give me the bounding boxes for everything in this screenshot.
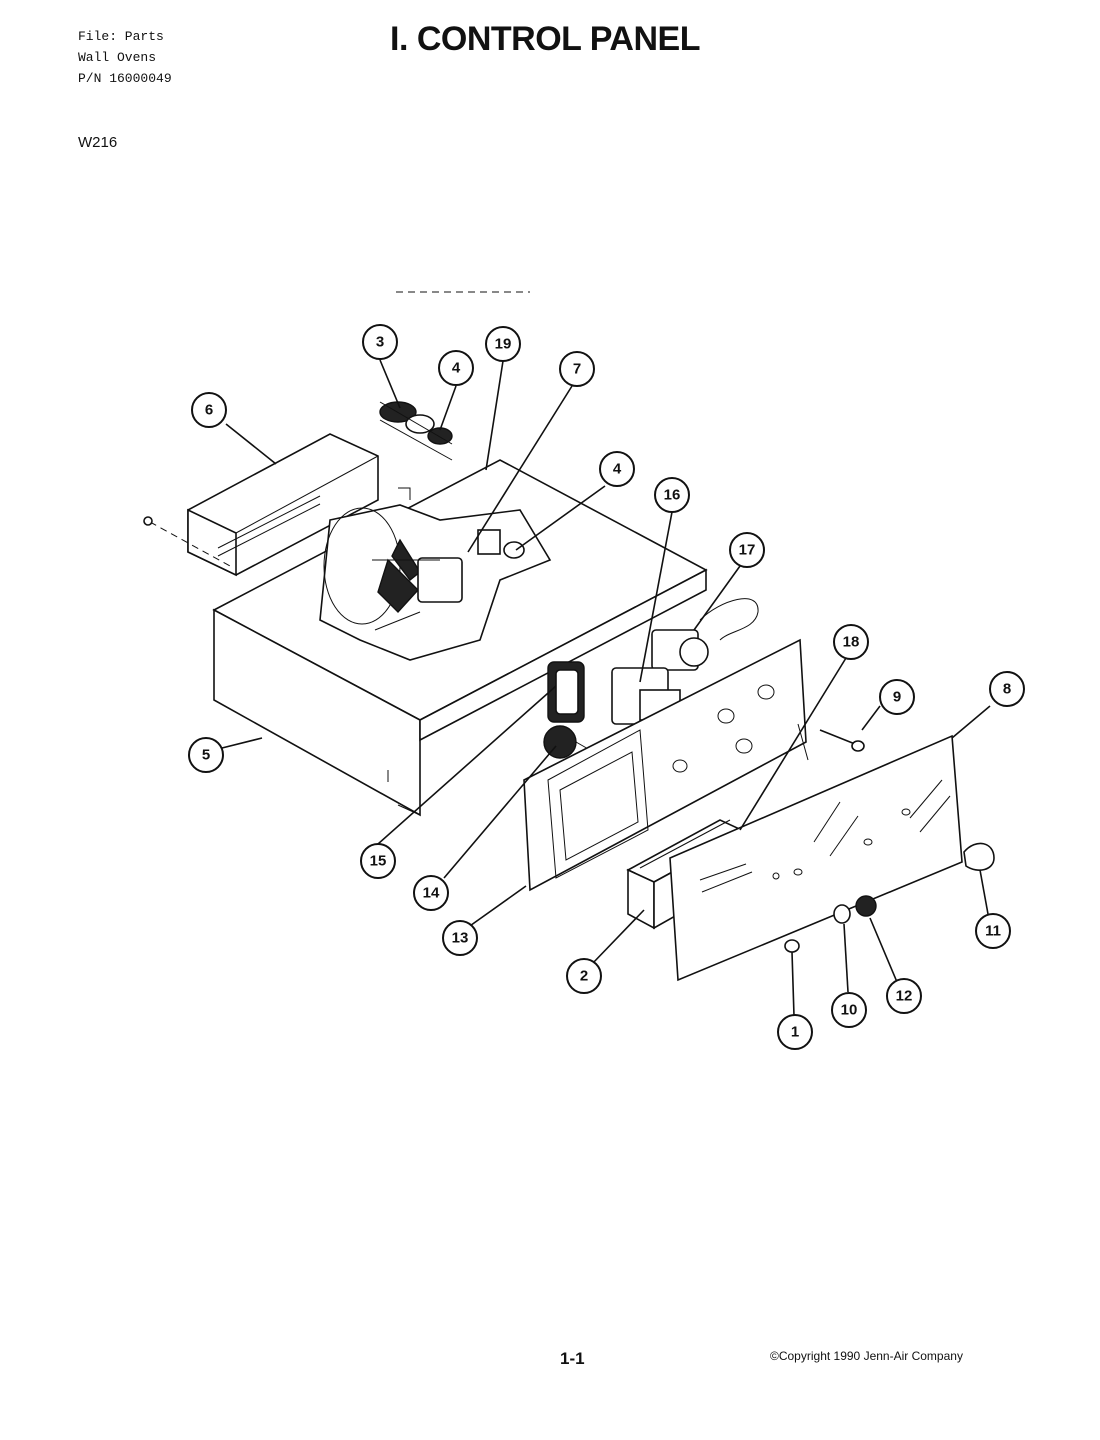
callout-4b: 4 [599,451,635,487]
callout-11: 11 [975,913,1011,949]
leader-lines [221,359,991,1017]
callout-8: 8 [989,671,1025,707]
svg-text:4: 4 [452,360,461,377]
callout-12: 12 [886,978,922,1014]
svg-text:18: 18 [843,634,860,651]
part-spring-shaft [379,401,453,461]
callout-13: 13 [442,920,478,956]
callout-10: 10 [831,992,867,1028]
svg-text:17: 17 [739,542,756,559]
file-line: File: Parts [78,29,164,44]
callout-18: 18 [833,624,869,660]
copyright-notice: ©Copyright 1990 Jenn-Air Company [770,1349,963,1363]
part-number-line: P/N 16000049 [78,71,172,86]
svg-text:12: 12 [896,988,913,1005]
svg-text:3: 3 [376,334,384,351]
part-large-knob [855,895,877,917]
callout-9: 9 [879,679,915,715]
svg-text:14: 14 [423,885,440,902]
callout-5: 5 [188,737,224,773]
part-back-panel [523,638,809,892]
svg-text:2: 2 [580,968,588,985]
callout-2: 2 [566,958,602,994]
callout-14: 14 [413,875,449,911]
part-trim-bracket [143,433,379,577]
callout-19: 19 [485,326,521,362]
file-header: File: Parts Wall Ovens P/N 16000049 [78,26,172,89]
callout-15: 15 [360,843,396,879]
part-small-knob [784,939,800,953]
category-line: Wall Ovens [78,50,157,65]
svg-text:11: 11 [985,923,1001,940]
page-title: I. CONTROL PANEL [390,20,700,58]
svg-text:7: 7 [573,361,581,378]
callout-3: 3 [362,324,398,360]
callout-1: 1 [777,1014,813,1050]
svg-text:1: 1 [791,1024,799,1041]
svg-text:9: 9 [893,689,901,706]
part-clock [547,661,585,723]
part-end-cap [963,842,995,871]
callout-6: 6 [191,392,227,428]
svg-text:10: 10 [841,1002,858,1019]
callout-7: 7 [559,351,595,387]
callout-16: 16 [654,477,690,513]
svg-text:13: 13 [452,930,469,947]
callout-17: 17 [729,532,765,568]
part-thermostat [651,598,759,671]
part-screw [819,729,865,752]
svg-text:4: 4 [613,461,622,478]
page-number: 1-1 [560,1349,585,1368]
part-glass-panel [669,734,963,982]
part-cutaway-motor [319,291,552,661]
svg-text:19: 19 [495,336,512,353]
svg-text:5: 5 [202,747,210,764]
svg-text:8: 8 [1003,681,1011,698]
part-knob-insert [833,904,851,924]
callout-4a: 4 [438,350,474,386]
model-number: W216 [78,134,118,151]
svg-text:16: 16 [664,487,681,504]
svg-text:6: 6 [205,402,213,419]
svg-text:15: 15 [370,853,387,870]
